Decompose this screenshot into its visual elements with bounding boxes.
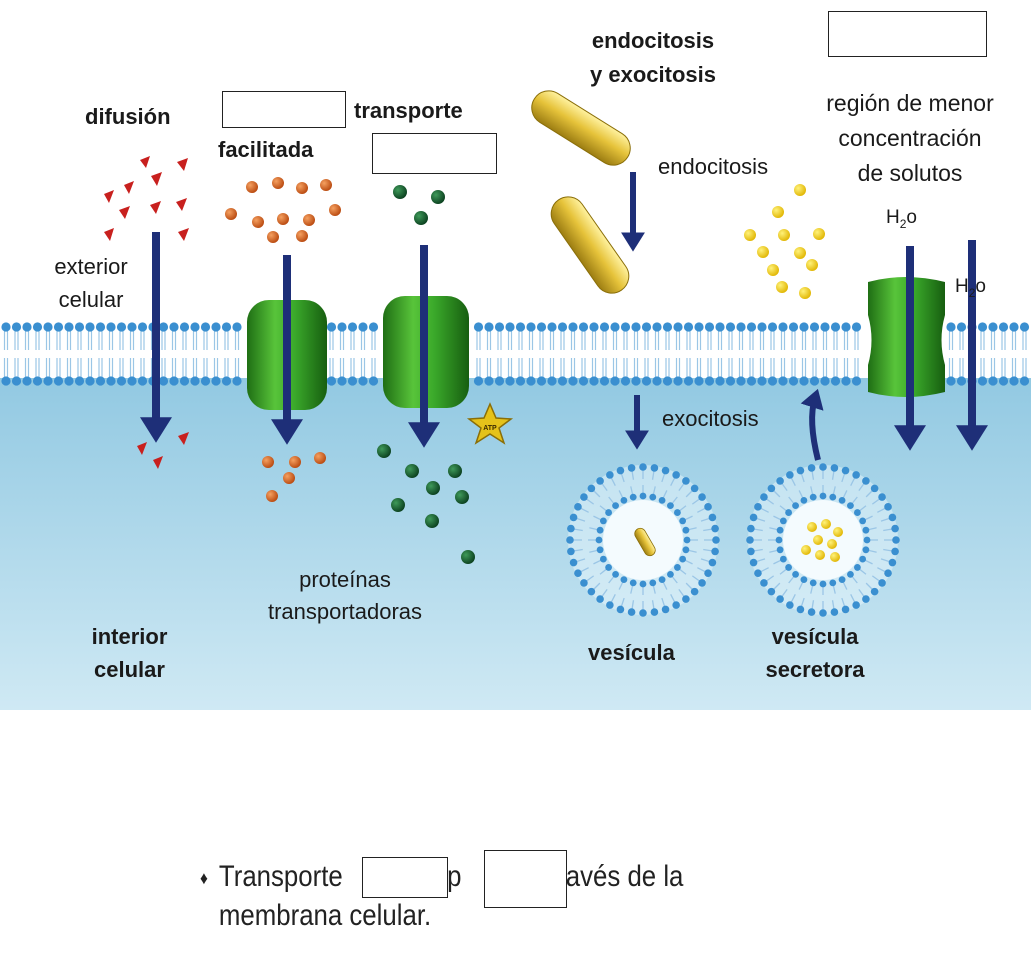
blank-box-5[interactable] [484,850,567,908]
label-region-menor-concentracion: región de menor concentración de solutos [826,90,994,186]
membrane-transport-diagram: ATP [0,90,1031,710]
active-transport-molecules [377,185,475,564]
label-endocitosis: endocitosis [658,154,769,179]
label-h2o-right: H2o [955,276,986,300]
vesicle-secretory-cargo [801,519,843,562]
exocytosis-molecules [744,184,825,299]
svg-text:ATP: ATP [483,425,497,432]
blank-box-3[interactable] [828,11,987,57]
endocytosis-rod-lower [550,196,630,294]
label-proteinas-transportadoras: proteínas transportadoras [267,567,423,624]
label-exterior-celular: exterior celular [54,254,128,312]
vesicle-left-cargo [634,527,656,557]
caption-line-2: membrana celular. [218,899,432,933]
blank-box-2[interactable] [372,133,497,174]
facilitated-molecules [225,177,341,502]
lipid-bilayer [1,322,1030,386]
atp-star: ATP [466,402,514,445]
label-vesicula-secretora: vesícula secretora [765,624,865,682]
diffusion-molecules [104,156,189,469]
label-exocitosis: exocitosis [662,406,759,431]
label-difusion: difusión [85,104,171,129]
label-facilitada: facilitada [218,137,314,162]
exocytosis-out-arrow [800,388,824,461]
endocytosis-rod-upper [531,90,631,166]
label-vesicula: vesícula [588,640,675,665]
label-h2o-left: H2o [886,207,917,231]
bullet-icon: ♦ [200,868,208,889]
label-transporte: transporte [354,98,463,123]
transport-arrows [140,172,988,461]
label-interior-celular: interior celular [91,624,168,682]
blank-box-1[interactable] [222,91,346,128]
label-endocitosis-y-exocitosis: endocitosis y exocitosis [590,28,716,87]
blank-box-4[interactable] [362,857,448,898]
